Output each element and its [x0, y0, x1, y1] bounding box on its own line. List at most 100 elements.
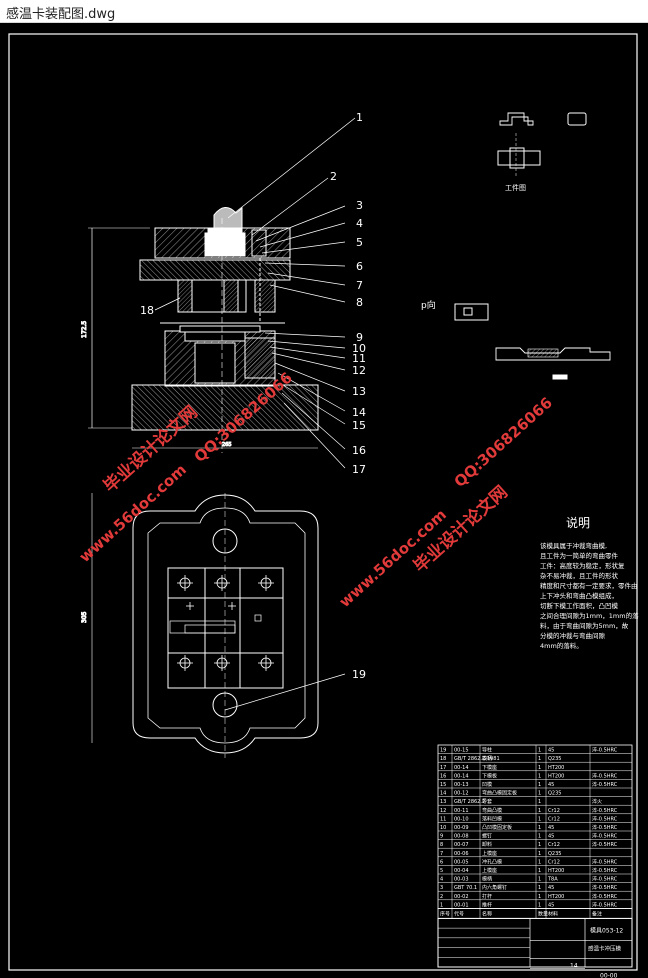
svg-text:172.5: 172.5	[81, 321, 88, 338]
callout-1: 1	[356, 111, 363, 124]
front-section-view: 172.5 265	[81, 206, 319, 453]
bom-cell-name: 下模板	[482, 772, 497, 779]
bom-cell-name: 模柄	[482, 876, 492, 883]
callout-8: 8	[356, 296, 363, 309]
bom-cell-note: 淬火	[592, 798, 602, 805]
bom-cell-no: 18	[440, 756, 446, 762]
bom-cell-no: 15	[440, 782, 446, 788]
callout-13: 13	[352, 385, 366, 398]
bom-cell-material: Cr12	[548, 842, 560, 848]
bom-cell-no: 3	[440, 885, 443, 891]
bom-cell-note: 淬-0.5HRC	[592, 867, 618, 874]
bom-cell-material: HT200	[548, 868, 564, 874]
bom-cell-material: Q235	[548, 756, 561, 762]
bom-cell-code: 00-11	[454, 808, 469, 814]
bom-cell-no: 14	[440, 791, 446, 797]
cad-drawing-canvas[interactable]: 172.5 265	[0, 23, 648, 978]
bom-cell-material: HT200	[548, 773, 564, 779]
bom-cell-material: 45	[548, 782, 554, 788]
bom-header-1: 代号	[454, 910, 464, 917]
bom-cell-no: 7	[440, 851, 443, 857]
callout-4: 4	[356, 217, 363, 230]
bom-cell-qty: 1	[538, 885, 541, 891]
callout-9: 9	[356, 331, 363, 344]
bom-cell-note: 淬-0.5HRC	[592, 876, 618, 883]
bom-cell-material: 45	[548, 834, 554, 840]
notes-title: 说明	[566, 515, 590, 530]
callout-14: 14	[352, 406, 366, 419]
bom-cell-code: 00-02	[454, 894, 469, 900]
bom-cell-no: 17	[440, 765, 446, 771]
bom-cell-note: 淬-0.5HRC	[592, 772, 618, 779]
bom-cell-name: 导套	[482, 798, 492, 805]
bom-cell-material: 45	[548, 825, 554, 831]
bom-cell-qty: 1	[538, 842, 541, 848]
bom-cell-note: 淬-0.5HRC	[592, 901, 618, 908]
bom-cell-material: Cr12	[548, 816, 560, 822]
notes-line-2: 且工件为一简单的弯曲零件	[540, 551, 619, 560]
bom-cell-code: 00-12	[454, 791, 469, 797]
bom-cell-code: 00-06	[454, 851, 469, 857]
bom-cell-qty: 1	[538, 894, 541, 900]
bom-cell-material: 45	[548, 902, 554, 908]
bom-cell-material: T8A	[547, 877, 558, 883]
bom-cell-no: 12	[440, 808, 446, 814]
bom-cell-note: 淬-0.5HRC	[592, 781, 618, 788]
bom-cell-no: 6	[440, 859, 443, 865]
bom-cell-name: 推杆	[482, 901, 492, 908]
bom-cell-qty: 1	[538, 851, 541, 857]
bom-cell-note: 淬-0.5HRC	[592, 893, 618, 900]
sheet-count: 14	[570, 962, 578, 969]
callout-6: 6	[356, 260, 363, 273]
bom-cell-name: 模柄	[482, 755, 492, 762]
bom-cell-code: GBT 70.1	[454, 885, 477, 891]
bom-cell-code: 00-14	[454, 765, 469, 771]
drawing-number: 00-00	[600, 972, 618, 978]
bom-cell-code: 00-08	[454, 834, 469, 840]
bom-cell-note: 淬-0.5HRC	[592, 884, 618, 891]
bom-cell-name: 打杆	[482, 893, 492, 900]
bom-cell-name: 上模座	[482, 850, 497, 857]
notes-line-3: 工件：高度较为稳定，形状复	[540, 561, 625, 570]
bom-cell-qty: 1	[538, 799, 541, 805]
bom-cell-code: GB/T 2862.2-1981	[454, 756, 500, 762]
drawing-svg: 172.5 265	[8, 33, 639, 978]
bom-cell-code: 00-09	[454, 825, 469, 831]
callout-11: 11	[352, 352, 366, 365]
drawing-frame	[8, 33, 638, 971]
bom-header-0: 序号	[440, 910, 450, 917]
bom-cell-name: 上模座	[482, 867, 497, 874]
callout-19: 19	[352, 668, 366, 681]
bom-cell-material: Q235	[548, 791, 561, 797]
bom-cell-qty: 1	[538, 859, 541, 865]
callout-5: 5	[356, 236, 363, 249]
bom-cell-name: 弯曲凸模	[482, 807, 502, 814]
bom-cell-note: 淬-0.5HRC	[592, 841, 618, 848]
bom-cell-no: 13	[440, 799, 446, 805]
workpiece-label: 工件图	[505, 183, 526, 192]
callout-18: 18	[140, 304, 154, 317]
bom-cell-no: 19	[440, 748, 446, 754]
bom-cell-name: 螺钉	[482, 833, 492, 840]
bom-cell-code: 00-15	[454, 748, 469, 754]
bom-cell-note: 淬-0.5HRC	[592, 747, 618, 754]
bom-cell-qty: 1	[538, 808, 541, 814]
callout-12: 12	[352, 364, 366, 377]
bom-cell-qty: 1	[538, 765, 541, 771]
bom-cell-name: 凸凹模固定板	[482, 824, 512, 831]
notes-line-10: 分模的冲裁与弯曲间隙	[540, 631, 606, 640]
bom-cell-no: 11	[440, 816, 446, 822]
bom-header-5: 备注	[592, 910, 602, 917]
bom-cell-no: 5	[440, 868, 443, 874]
bom-cell-code: 00-10	[454, 816, 469, 822]
notes-line-8: 之间合理间隙为1mm，1mm的落	[540, 611, 639, 620]
bom-cell-code: 00-07	[454, 842, 469, 848]
bom-cell-material: 45	[548, 748, 554, 754]
workpiece-detail: 工件图	[497, 112, 587, 192]
bom-cell-name: 导柱	[482, 747, 492, 754]
bom-cell-name: 冲孔凸模	[482, 858, 502, 865]
p-view-label: p向	[421, 299, 436, 311]
bom-cell-qty: 1	[538, 825, 541, 831]
bom-cell-no: 9	[440, 834, 443, 840]
notes-line-1: 该模具属于冲裁弯曲模,	[540, 541, 607, 550]
